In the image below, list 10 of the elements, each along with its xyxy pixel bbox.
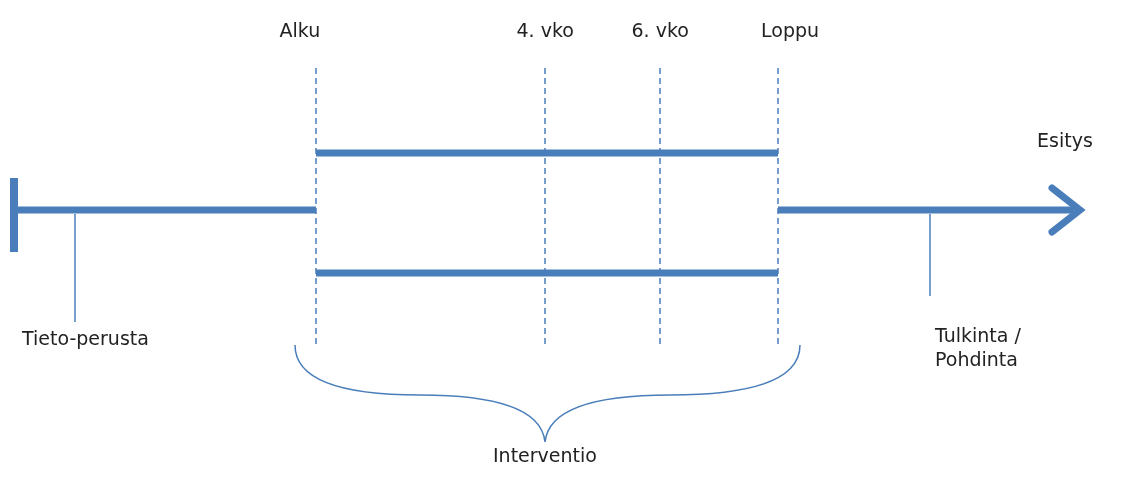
leader-line: [929, 213, 931, 297]
brace-label: Interventio: [493, 443, 597, 467]
milestone-label: Loppu: [761, 18, 820, 42]
leader-line: [74, 213, 76, 323]
milestone-label: Alku: [279, 18, 321, 42]
timeline-label: Tulkinta / Pohdinta: [935, 323, 1035, 371]
timeline-label: Tieto-perusta: [22, 326, 149, 350]
end-label: Esitys: [1037, 128, 1093, 152]
milestone-label: 6. vko: [631, 18, 689, 42]
milestone-label: 4. vko: [516, 18, 574, 42]
